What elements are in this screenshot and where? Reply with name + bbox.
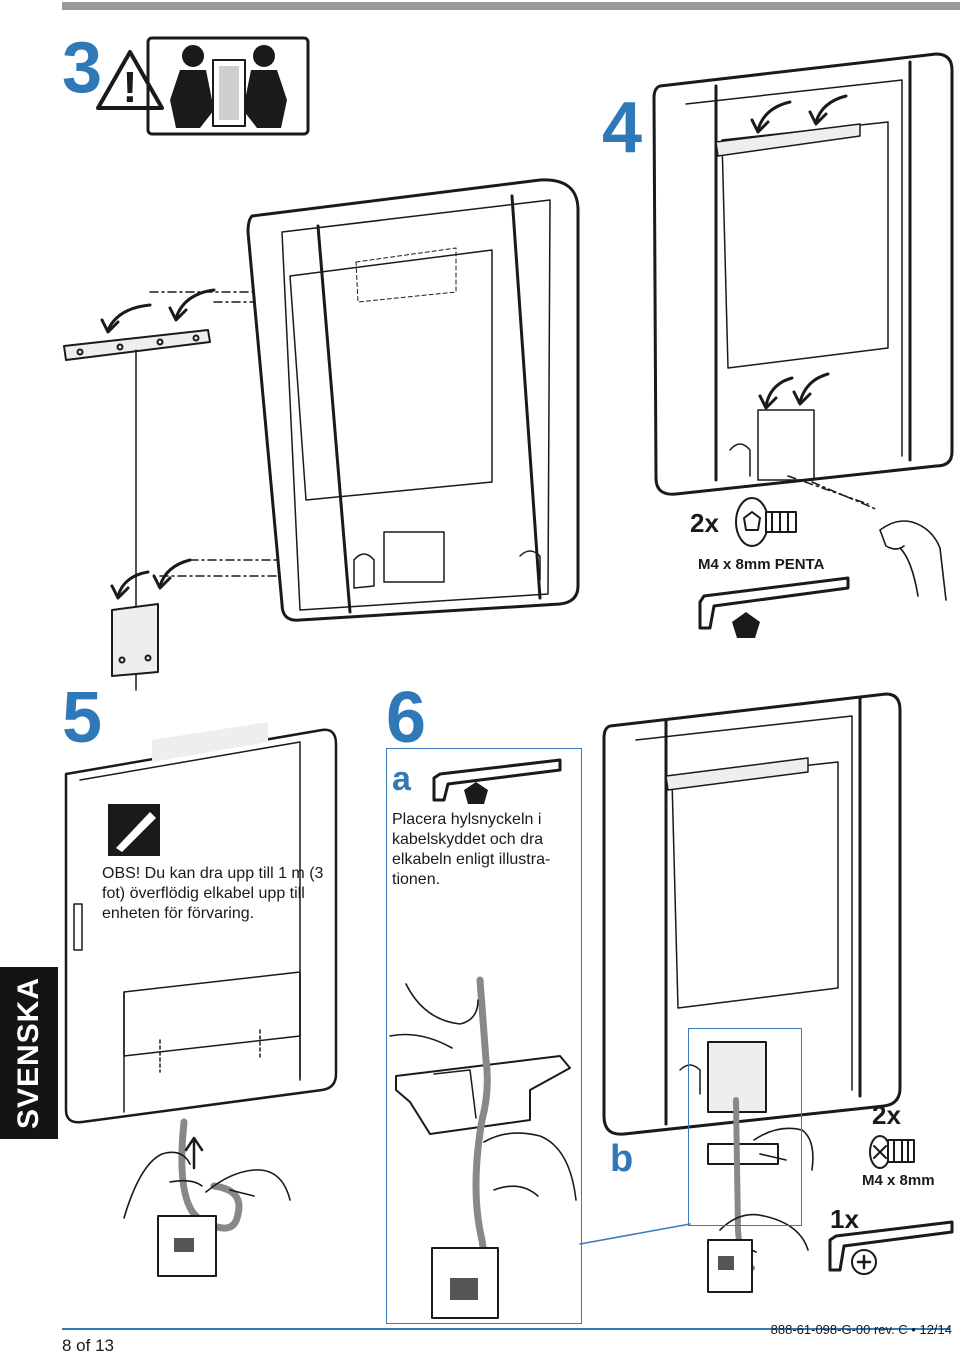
unit-step3	[248, 180, 578, 620]
screw-icon-4	[736, 498, 796, 546]
cable-icon-5	[182, 1122, 239, 1228]
wall-bracket-bottom	[112, 604, 158, 676]
wall-bracket-top	[64, 330, 210, 360]
language-tab: SVENSKA	[0, 967, 58, 1139]
note-pencil-icon	[108, 804, 160, 856]
step5-note: OBS! Du kan dra upp till 1 m (3 fot) öve…	[102, 864, 342, 924]
pentagon-icon-4	[732, 612, 760, 638]
wall-outlet-6b	[708, 1240, 752, 1292]
warning-icon: !	[98, 52, 162, 112]
svg-text:!: !	[123, 63, 138, 112]
hex-key-icon-4	[700, 578, 848, 628]
step6-tool-qty: 1x	[830, 1204, 859, 1235]
language-tab-label: SVENSKA	[12, 977, 46, 1129]
detail-box	[688, 1028, 802, 1226]
step4-qty: 2x	[690, 508, 719, 539]
wall-outlet-5	[158, 1216, 216, 1276]
step6-screw-label: M4 x 8mm	[862, 1172, 935, 1189]
step6-sub-a: a	[392, 760, 411, 799]
step4-screw-label: M4 x 8mm PENTA	[698, 556, 824, 573]
step6-sub-b: b	[610, 1138, 633, 1181]
step6-screw-qty: 2x	[872, 1100, 901, 1131]
two-person-lift-icon	[148, 38, 308, 134]
phillips-icon	[852, 1250, 876, 1274]
guide-lines-4	[788, 476, 878, 510]
screw-icon-6	[870, 1136, 914, 1168]
pull-arrow	[186, 1138, 202, 1168]
document-id: 888-61-098-G-00 rev. C • 12/14	[771, 1322, 952, 1337]
step6-instruction: Placera hylsnyckeln i kabelskyddet och d…	[392, 810, 572, 890]
page-number: 8 of 13	[62, 1336, 114, 1356]
unit-step4	[654, 54, 952, 494]
hand-icon-4	[880, 521, 946, 600]
